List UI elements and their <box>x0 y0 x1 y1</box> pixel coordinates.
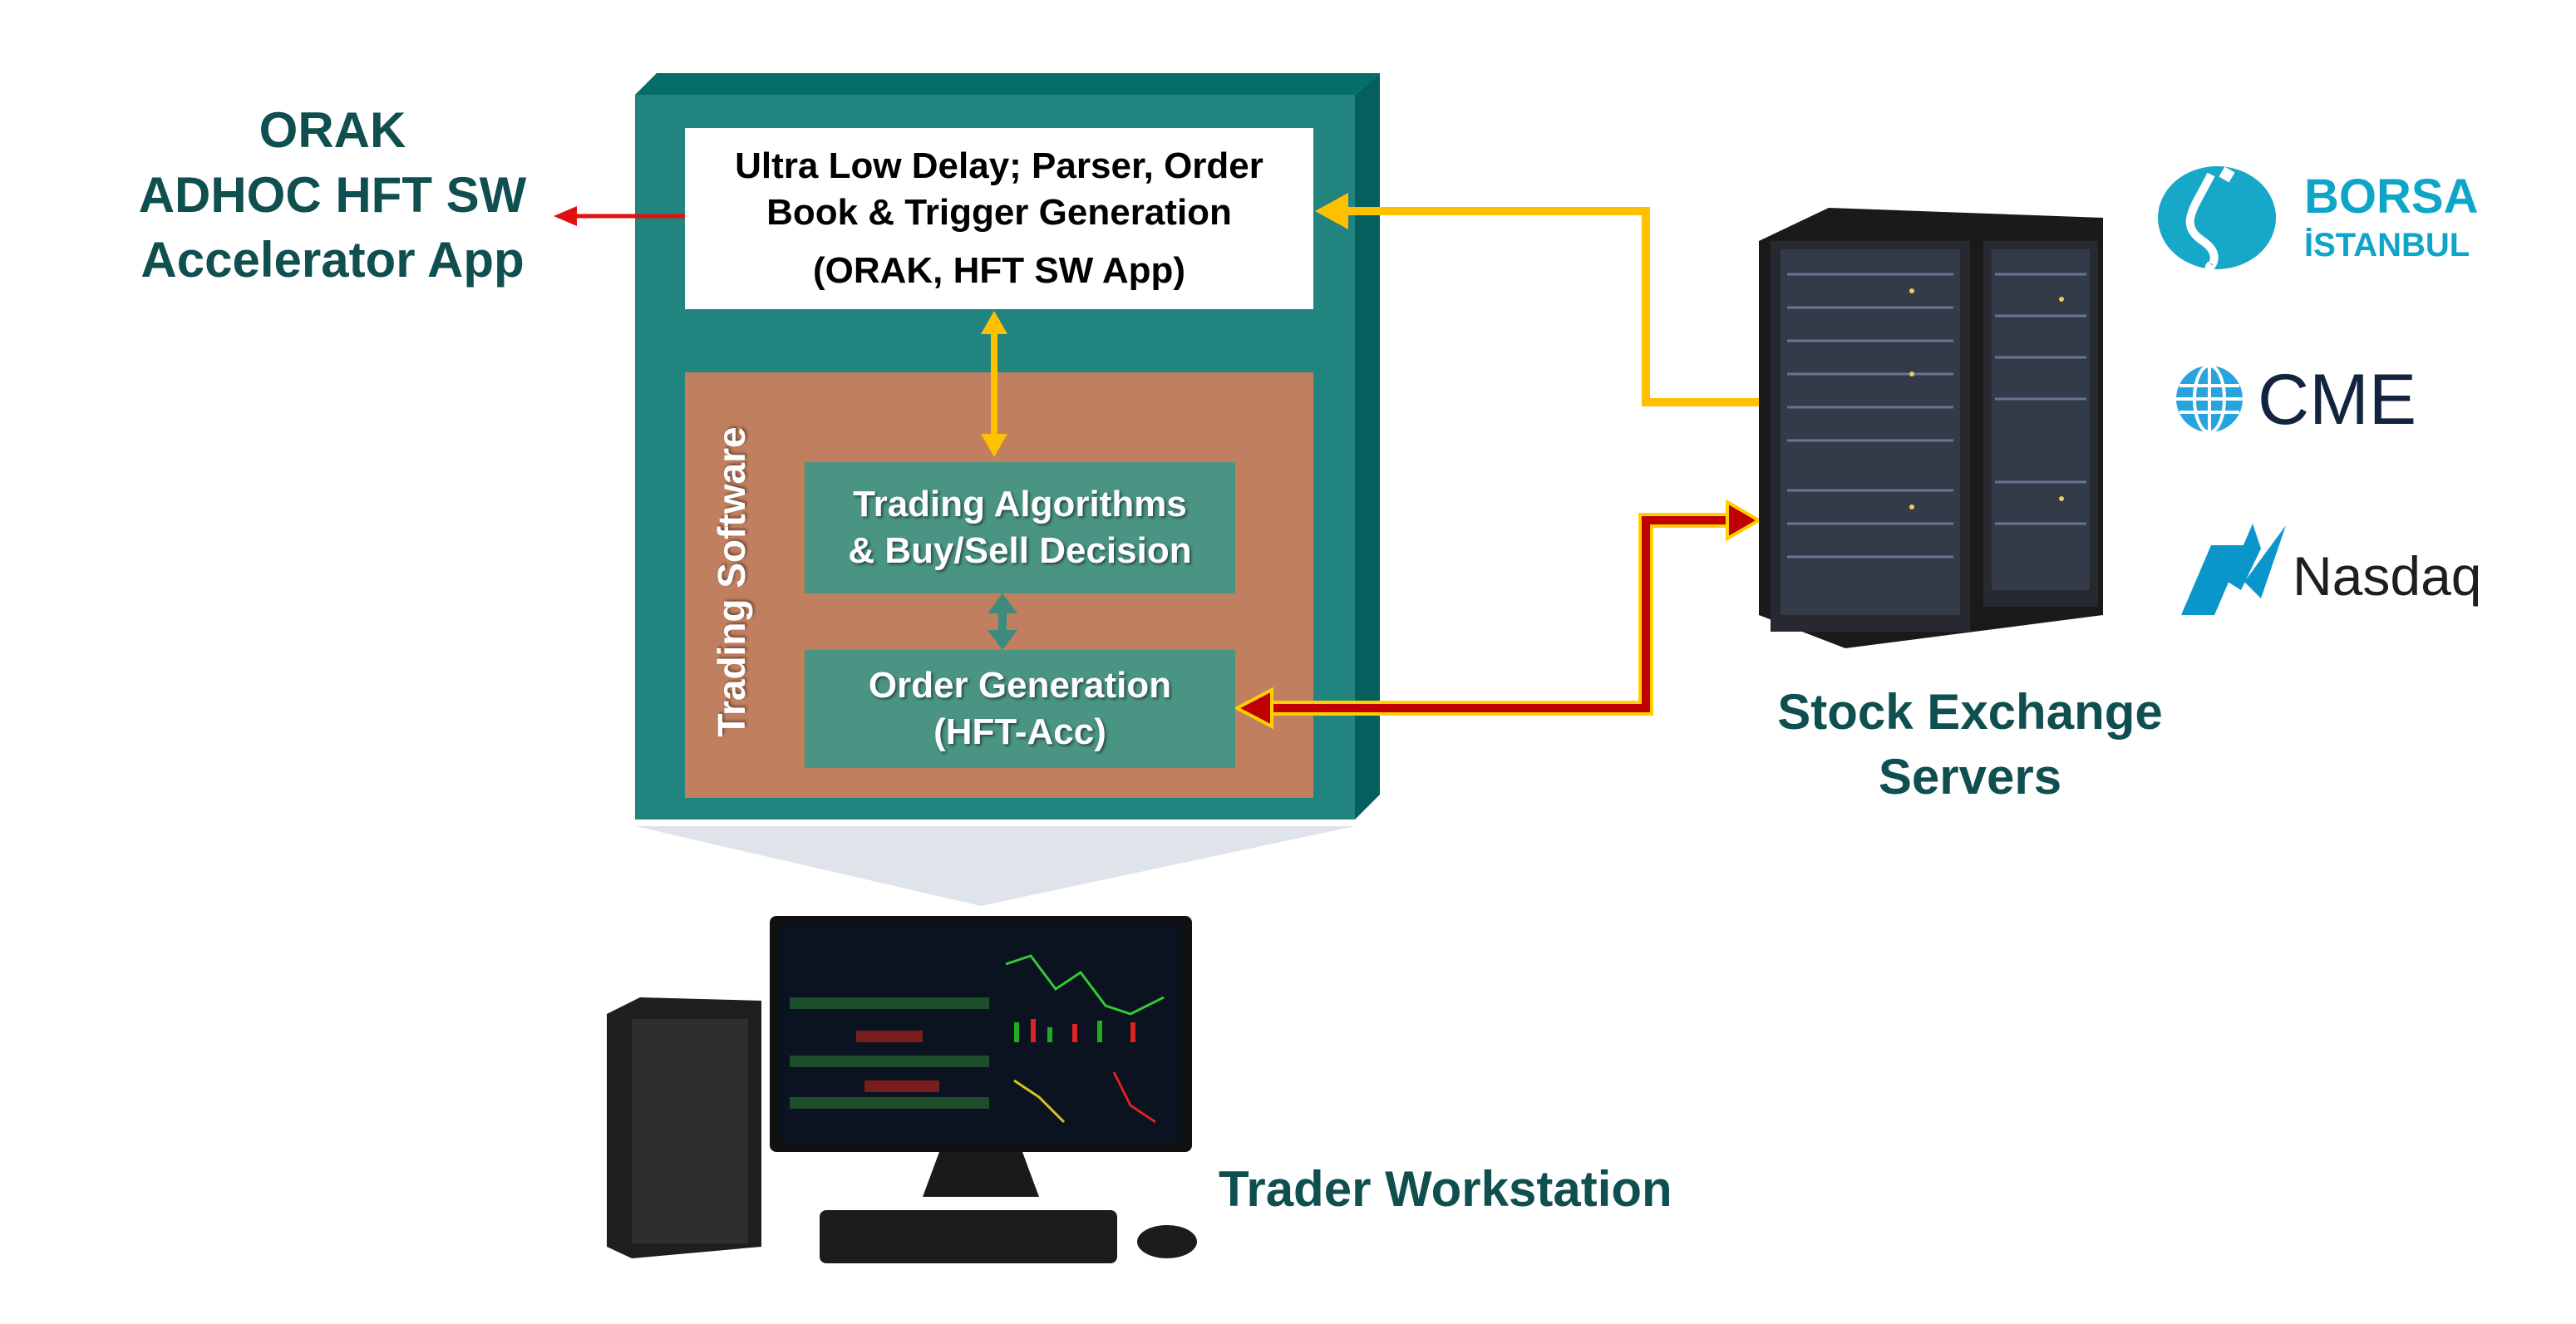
red-arrow-orders <box>1233 499 1762 730</box>
servers-label-line1: Stock Exchange <box>1777 684 2163 740</box>
nasdaq-logo: Nasdaq <box>2181 524 2482 615</box>
parser-box-line1: Ultra Low Delay; Parser, Order <box>735 145 1263 186</box>
parser-box-line3: (ORAK, HFT SW App) <box>812 250 1186 291</box>
mouse-icon <box>1137 1225 1197 1258</box>
borsa-logo-subtext: İSTANBUL <box>2304 227 2470 263</box>
teal-box-side <box>1355 73 1380 820</box>
orak-title-line1: ORAK <box>259 102 406 158</box>
pc-tower-icon <box>607 997 761 1258</box>
orak-title: ORAK ADHOC HFT SW Accelerator App <box>83 98 582 293</box>
red-arrow-left <box>554 206 685 226</box>
parser-box: Ultra Low Delay; Parser, Order Book & Tr… <box>685 128 1313 309</box>
trading-software-label: Trading Software <box>710 426 753 737</box>
orak-title-line2: ADHOC HFT SW <box>138 167 527 223</box>
zoom-projection <box>635 826 1355 906</box>
cme-logo-text: CME <box>2258 360 2416 440</box>
keyboard-icon <box>820 1210 1117 1263</box>
parser-box-line2: Book & Trigger Generation <box>766 192 1232 233</box>
teal-box-top <box>635 73 1380 95</box>
yellow-arrow-vertical <box>981 311 1007 457</box>
teal-arrow-vertical <box>988 593 1017 650</box>
order-box-line1: Order Generation <box>868 665 1172 706</box>
borsa-istanbul-logo: BORSA İSTANBUL <box>2158 166 2478 272</box>
servers-label: Stock Exchange Servers <box>1721 680 2219 810</box>
monitor-icon <box>770 916 1192 1197</box>
cme-logo: CME <box>2176 360 2416 440</box>
algo-box-line2: & Buy/Sell Decision <box>848 530 1192 571</box>
orak-title-line3: Accelerator App <box>140 232 525 288</box>
algo-box-line1: Trading Algorithms <box>853 484 1187 524</box>
server-rack-icon <box>1759 208 2103 648</box>
order-generation-box: Order Generation (HFT-Acc) <box>805 650 1235 768</box>
yellow-arrow-market-data <box>1315 193 1759 406</box>
trading-algorithms-box: Trading Algorithms & Buy/Sell Decision <box>805 462 1235 593</box>
borsa-logo-text: BORSA <box>2304 170 2478 224</box>
servers-label-line2: Servers <box>1878 749 2062 805</box>
workstation-label: Trader Workstation <box>1219 1161 1672 1217</box>
nasdaq-logo-text: Nasdaq <box>2293 545 2482 607</box>
order-box-line2: (HFT-Acc) <box>933 711 1106 752</box>
